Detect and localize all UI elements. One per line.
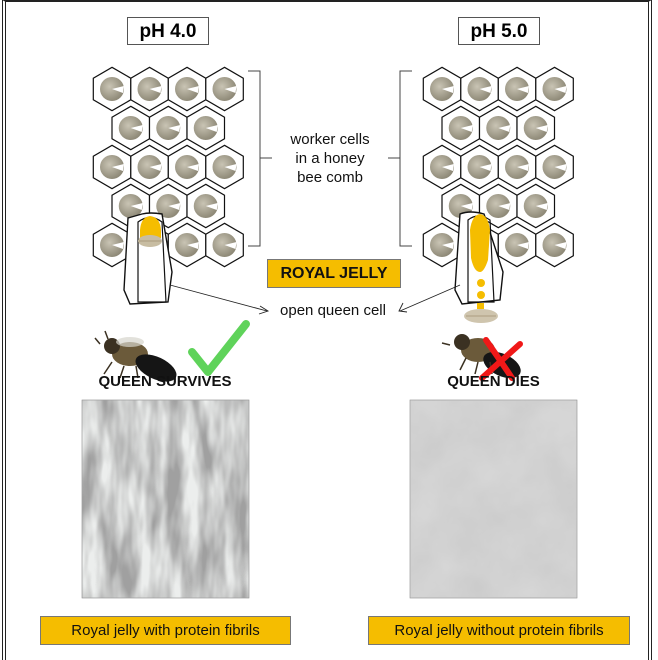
micrograph-no-fibrils	[409, 399, 578, 599]
bee-left-icon	[94, 330, 177, 382]
larva-mouth	[224, 242, 237, 249]
caption-right: Royal jelly without protein fibrils	[368, 616, 630, 645]
micrograph-fibrils	[81, 399, 250, 599]
bracket-right	[388, 70, 412, 247]
bracket-left	[248, 70, 272, 247]
comb-label-line: in a honey	[295, 150, 365, 167]
ph-label-left: pH 4.0	[127, 17, 209, 45]
larva-mouth	[130, 203, 143, 210]
larva-mouth	[442, 86, 454, 93]
outcome-left: QUEEN SURVIVES	[98, 373, 232, 390]
larva-mouth	[168, 125, 181, 132]
queen-cell-right	[454, 211, 504, 323]
larva-mouth	[498, 203, 511, 210]
larva-mouth	[479, 86, 492, 93]
larva-mouth	[205, 125, 218, 132]
larva-mouth	[112, 164, 124, 171]
larva-mouth	[535, 203, 548, 210]
larva-mouth	[130, 125, 143, 132]
larva-mouth	[517, 86, 529, 93]
cross-icon	[479, 337, 523, 381]
larva-mouth	[187, 164, 199, 171]
larva-mouth	[149, 164, 162, 171]
larva-mouth	[224, 86, 237, 93]
larva-mouth	[205, 203, 218, 210]
outcome-right: QUEEN DIES	[447, 373, 540, 390]
larva-mouth	[224, 164, 237, 171]
arrow-to-right-cell	[398, 284, 461, 313]
comb-label-line: worker cells	[290, 131, 370, 148]
larva-mouth	[442, 242, 454, 249]
larva-mouth	[554, 86, 567, 93]
larva-mouth	[517, 242, 529, 249]
larva-mouth	[168, 203, 181, 210]
larva-mouth	[498, 125, 511, 132]
larva-mouth	[554, 242, 567, 249]
check-icon	[188, 320, 250, 376]
larva-mouth	[460, 125, 473, 132]
ph-label-right: pH 5.0	[458, 17, 540, 45]
larva-mouth	[535, 125, 548, 132]
larva-mouth	[149, 86, 162, 93]
queen-cell-label: open queen cell	[280, 302, 386, 319]
larva-mouth	[112, 242, 124, 249]
larva-mouth	[187, 242, 199, 249]
larva-mouth	[479, 164, 492, 171]
caption-left: Royal jelly with protein fibrils	[40, 616, 291, 645]
larva-mouth	[187, 86, 199, 93]
arrow-to-left-cell	[169, 284, 270, 315]
queen-cell-left	[123, 212, 173, 305]
larva-mouth	[442, 164, 454, 171]
larva-mouth	[517, 164, 529, 171]
larva-mouth	[460, 203, 473, 210]
larva-mouth	[554, 164, 567, 171]
larva-mouth	[112, 86, 124, 93]
royal-jelly-label: ROYAL JELLY	[267, 259, 401, 288]
comb-label-line: bee comb	[297, 169, 363, 186]
comb-label: worker cells in a honey bee comb	[272, 130, 388, 187]
